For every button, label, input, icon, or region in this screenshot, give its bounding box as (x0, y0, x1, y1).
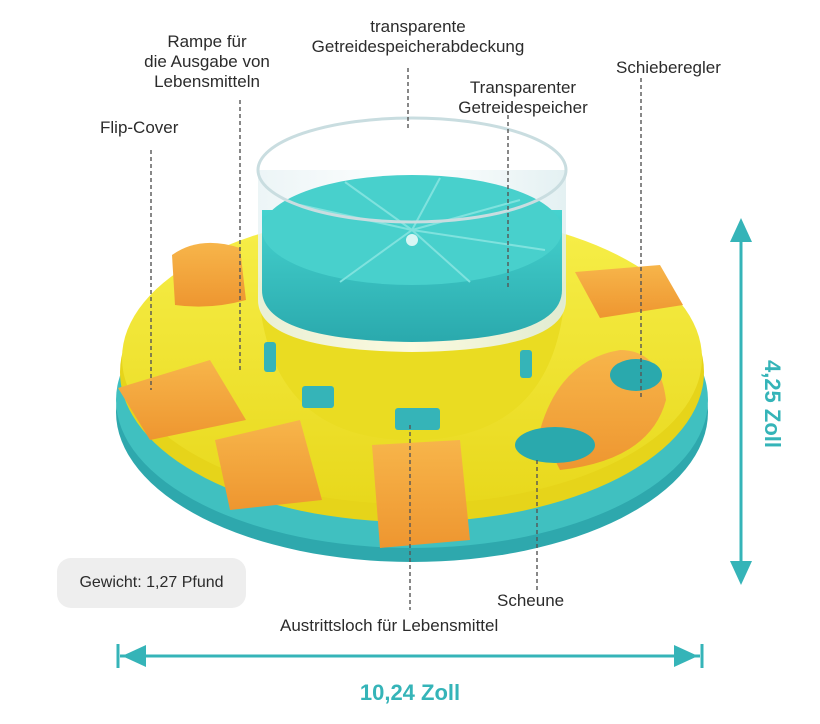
width-dimension-arrow (116, 644, 704, 668)
flip-cover-front-left (215, 420, 322, 510)
flip-cover-right-back (575, 265, 683, 318)
slider-callout: Schieberegler (616, 58, 721, 77)
outlet-window-front (395, 408, 440, 430)
ramp-callout-line-3: Lebensmitteln (154, 72, 260, 91)
height-dimension-label: 4,25 Zoll (760, 359, 785, 449)
weight-badge: Gewicht: 1,27 Pfund (57, 558, 246, 608)
slider-slot-front-right (515, 427, 595, 463)
ramp-callout-line-1: Rampe für (167, 32, 247, 51)
leader-lines (150, 68, 642, 610)
ramp-callout-line-2: die Ausgabe von (144, 52, 270, 71)
width-dimension-label: 10,24 Zoll (359, 680, 461, 705)
slider-slot-right (610, 359, 662, 391)
flip-cover-callout: Flip-Cover (100, 118, 179, 137)
height-dimension-arrow (730, 218, 752, 585)
flip-cover-left (118, 360, 246, 440)
flip-cover-front (372, 440, 470, 548)
container-callout-line-2: Getreidespeicher (458, 98, 588, 117)
ramp-callout: Rampe für die Ausgabe von Lebensmitteln (122, 32, 292, 92)
container-callout: Transparenter Getreidespeicher (438, 78, 608, 118)
cover-callout-line-2: Getreidespeicherabdeckung (311, 37, 525, 56)
outlet-window-mid (302, 386, 334, 408)
flip-covers (118, 242, 683, 548)
cover-callout-line-1: transparente (370, 17, 466, 36)
barn-callout: Scheune (497, 591, 565, 610)
outlet-window-right (520, 350, 532, 378)
grain-container (256, 116, 568, 352)
outlet-window-left (264, 342, 276, 372)
flip-cover-left-back (172, 242, 246, 307)
outlet-callout: Austrittsloch für Lebensmittel (280, 616, 499, 635)
container-callout-line-1: Transparenter (469, 78, 577, 97)
cover-callout: transparente Getreidespeicherabdeckung (288, 17, 548, 57)
slider-slots (515, 359, 662, 463)
